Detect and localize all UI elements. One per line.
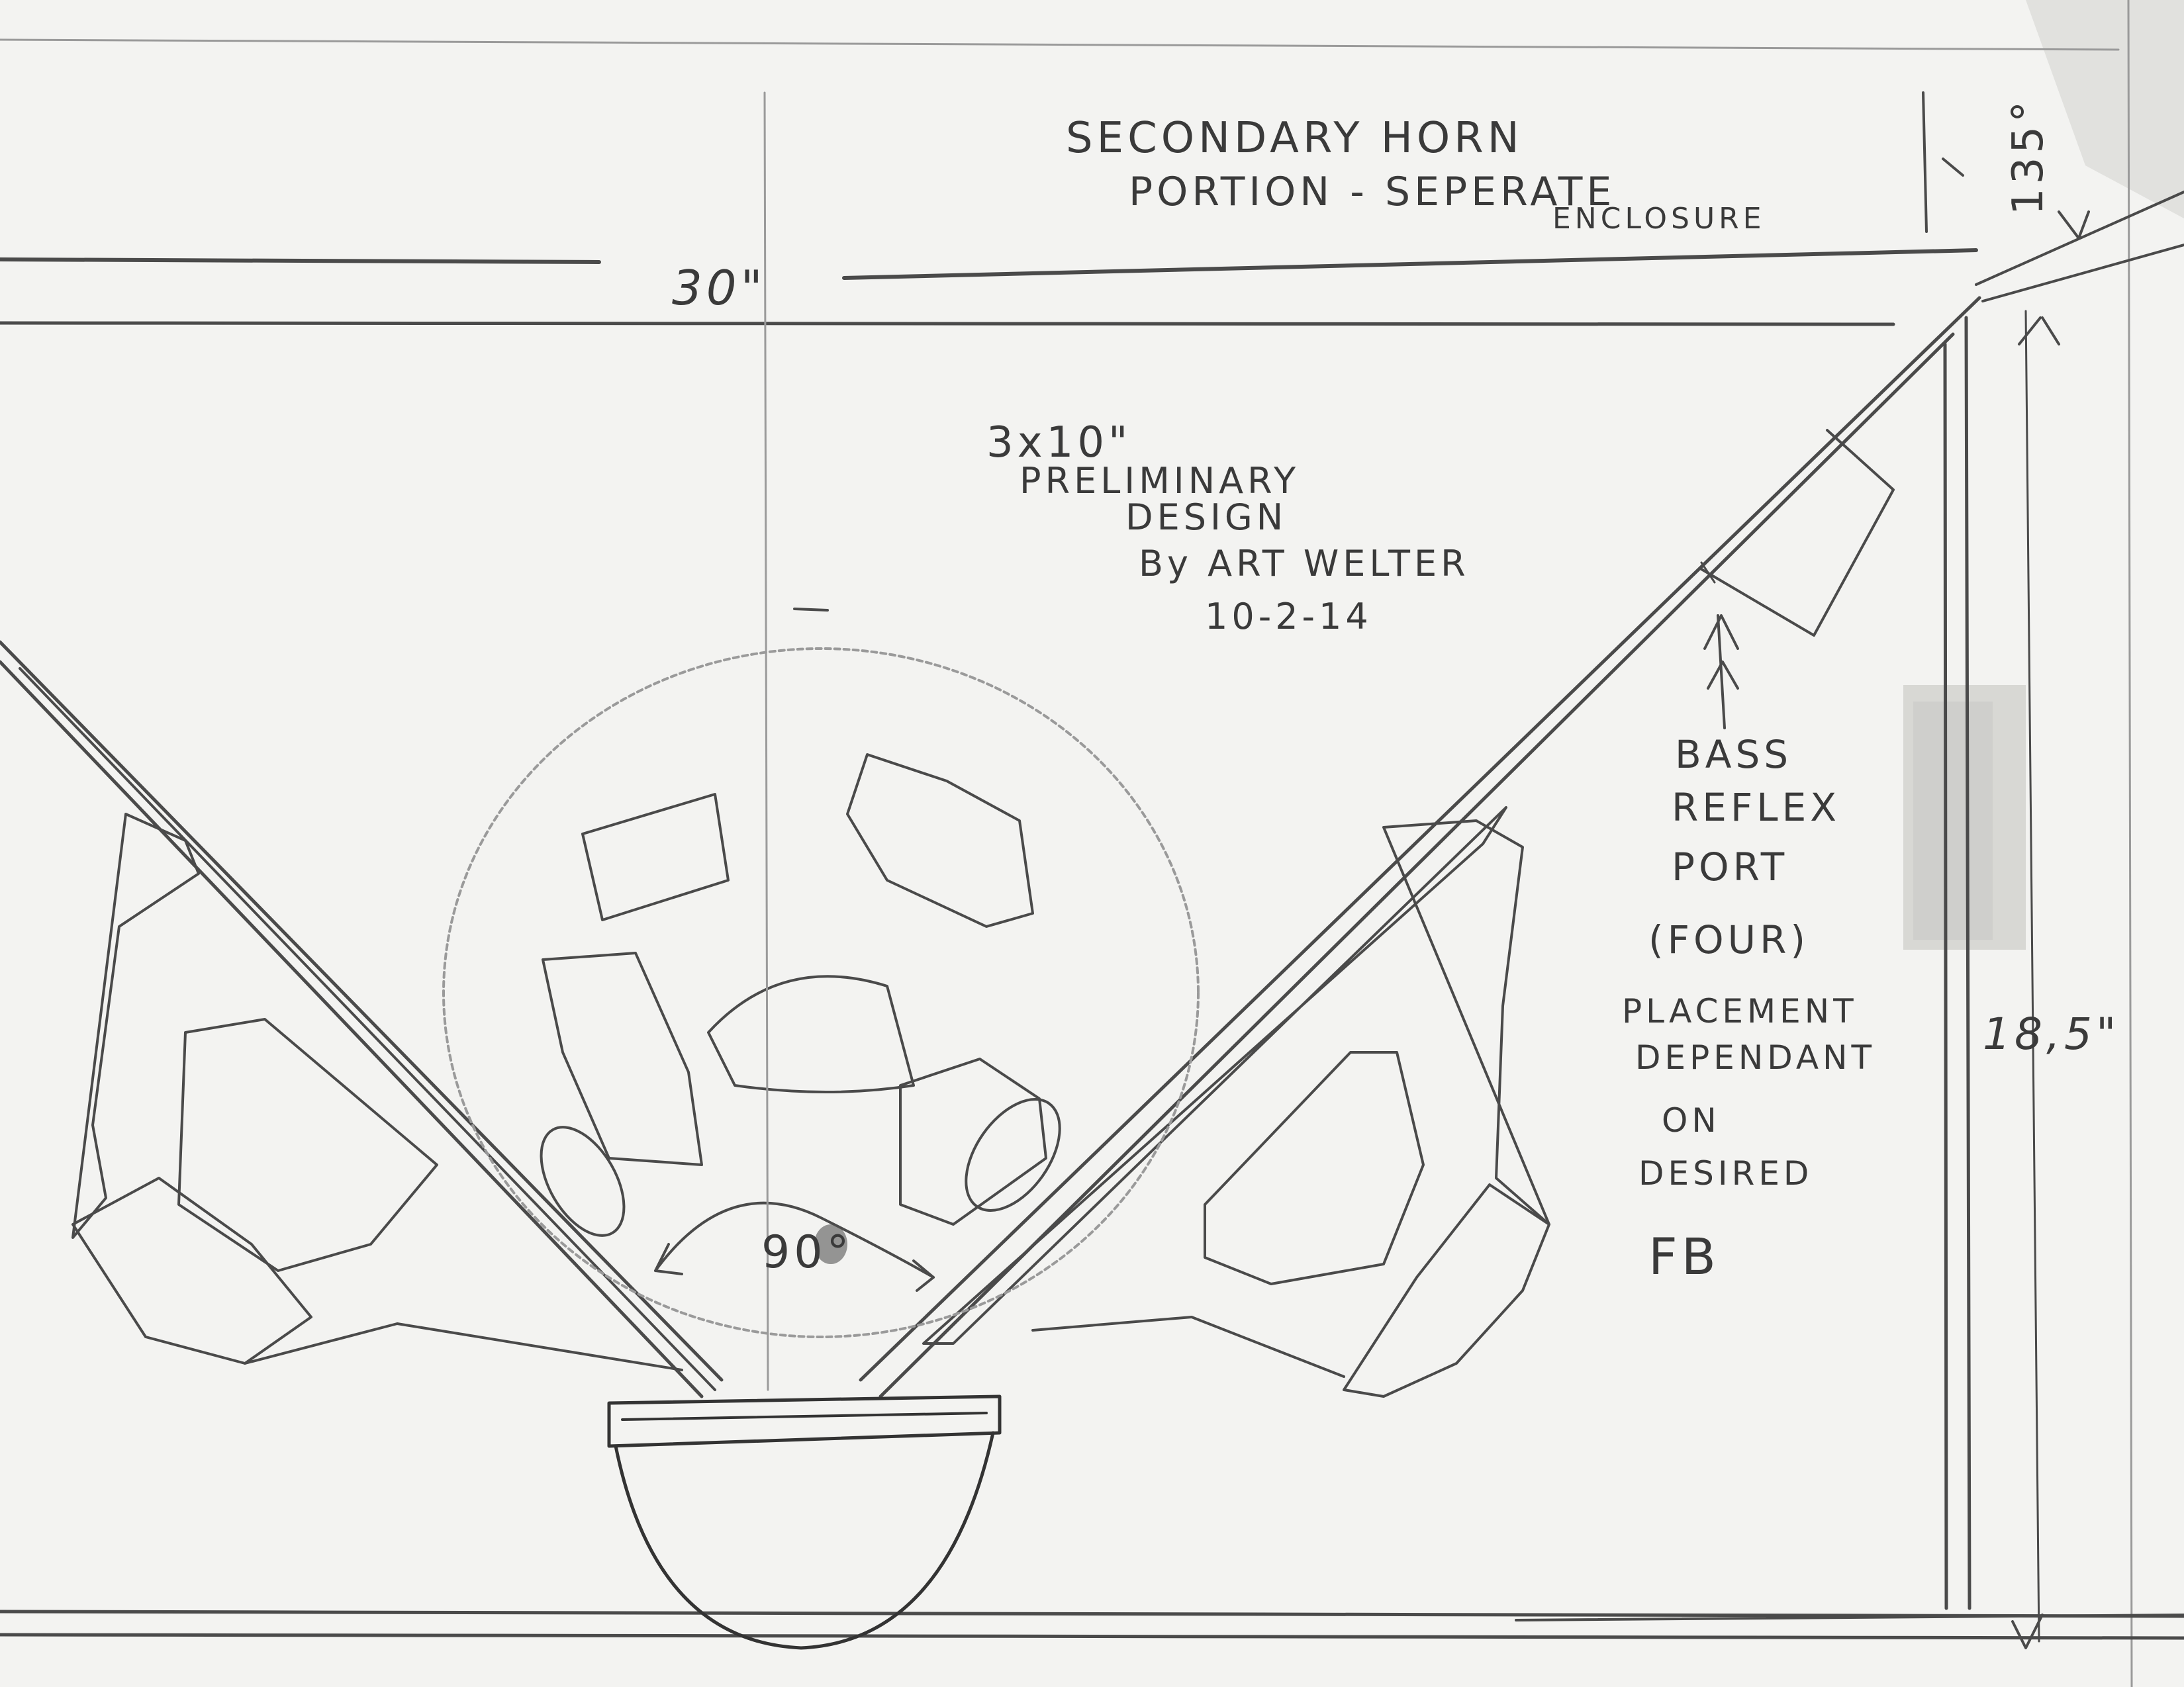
graphite-smudge (814, 1224, 847, 1264)
woofer-left (71, 813, 683, 1371)
title-line2: PORTION - SEPERATE (1129, 169, 1615, 215)
port-line8: DESIRED (1638, 1154, 1813, 1193)
title-line3: ENCLOSURE (1552, 202, 1766, 236)
port-arrow (1703, 614, 1739, 729)
centre-tick (793, 608, 829, 612)
port-line4: (FOUR) (1648, 917, 1809, 962)
secondary-horn-flare (1975, 191, 2184, 302)
bottom-wall (0, 1610, 2184, 1640)
angle-arc-90 (654, 1201, 935, 1292)
corner-smudge (2026, 0, 2184, 218)
height-dimension: 18,5" (1983, 1009, 2120, 1060)
port-line7: ON (1662, 1101, 1721, 1140)
port-line5: PLACEMENT (1622, 992, 1858, 1030)
design-line5: 10-2-14 (1205, 596, 1372, 637)
port-line1: BASS (1675, 732, 1792, 777)
height-arrow-bottom (2011, 1614, 2044, 1649)
woofer-center (442, 647, 1200, 1338)
port-line3: PORT (1672, 844, 1788, 889)
title-line1: SECONDARY HORN (1066, 114, 1523, 163)
port-line2: REFLEX (1672, 785, 1840, 830)
right-horn-board (859, 296, 1981, 1398)
woofer-right (1031, 819, 1550, 1398)
width-dimension: 30" (672, 260, 767, 316)
angle-135-label: 135° (2004, 97, 2053, 215)
tape-strip-shade (1913, 702, 1993, 940)
centre-reference-line (763, 91, 769, 1391)
design-line2: PRELIMINARY (1020, 460, 1300, 502)
top-wall (0, 38, 2120, 326)
angle-90-label: 90° (761, 1226, 853, 1279)
design-line3: DESIGN (1125, 496, 1287, 538)
design-line1: 3x10" (986, 418, 1131, 467)
horn-throat (607, 1394, 1002, 1650)
port-line9: FB (1648, 1227, 1720, 1286)
port-line6: DEPENDANT (1635, 1038, 1875, 1077)
design-line4: By ART WELTER (1139, 543, 1470, 584)
right-wall (1943, 0, 2133, 1687)
